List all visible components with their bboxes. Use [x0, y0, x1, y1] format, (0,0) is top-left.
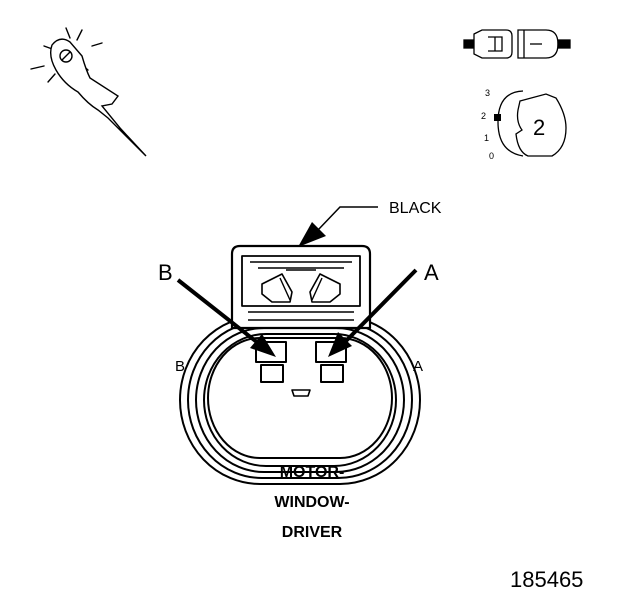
lock-position-icon: [494, 90, 567, 157]
pin-b-arrow-head: [250, 334, 276, 357]
position-label-1: 1: [484, 133, 490, 143]
side-label-b: B: [175, 358, 186, 375]
pin-a-arrow-head: [328, 332, 352, 357]
seal-ring-4: [203, 333, 397, 467]
test-probe-icon: [30, 27, 147, 157]
cavity-b-lower: [260, 364, 284, 383]
position-key-number: 2: [533, 115, 546, 140]
component-name-line-1: MOTOR-: [279, 464, 345, 481]
connector-color-label: BLACK: [389, 200, 442, 217]
position-label-0: 0: [489, 151, 495, 161]
color-leader-line: [317, 206, 378, 231]
connector-body: [179, 244, 421, 485]
figure-number: 185465: [510, 567, 584, 592]
latch-finger-right: [309, 273, 341, 303]
pin-b-callout-label: B: [158, 260, 173, 285]
seal-ring-2: [187, 321, 413, 479]
latch-finger-left: [261, 273, 293, 303]
seal-ring-3: [195, 327, 405, 473]
seal-ring-outer: [179, 315, 421, 485]
callouts: [176, 206, 418, 357]
connector-pair-icon: [463, 29, 571, 59]
inner-housing: [207, 337, 393, 459]
latch-housing: [230, 244, 372, 330]
position-label-2: 2: [481, 111, 487, 121]
pin-a-callout-label: A: [424, 260, 439, 285]
side-label-a: A: [413, 358, 424, 375]
component-name-line-2: WINDOW-: [274, 494, 350, 511]
component-name-line-3: DRIVER: [281, 524, 343, 541]
latch-window: [241, 255, 361, 307]
position-label-3: 3: [485, 88, 491, 98]
color-arrow-head: [298, 222, 326, 247]
polarizing-key: [291, 389, 311, 397]
pin-a-leader-line: [342, 268, 418, 345]
pin-b-leader-line: [176, 278, 260, 345]
cavity-a-lower: [320, 364, 344, 383]
